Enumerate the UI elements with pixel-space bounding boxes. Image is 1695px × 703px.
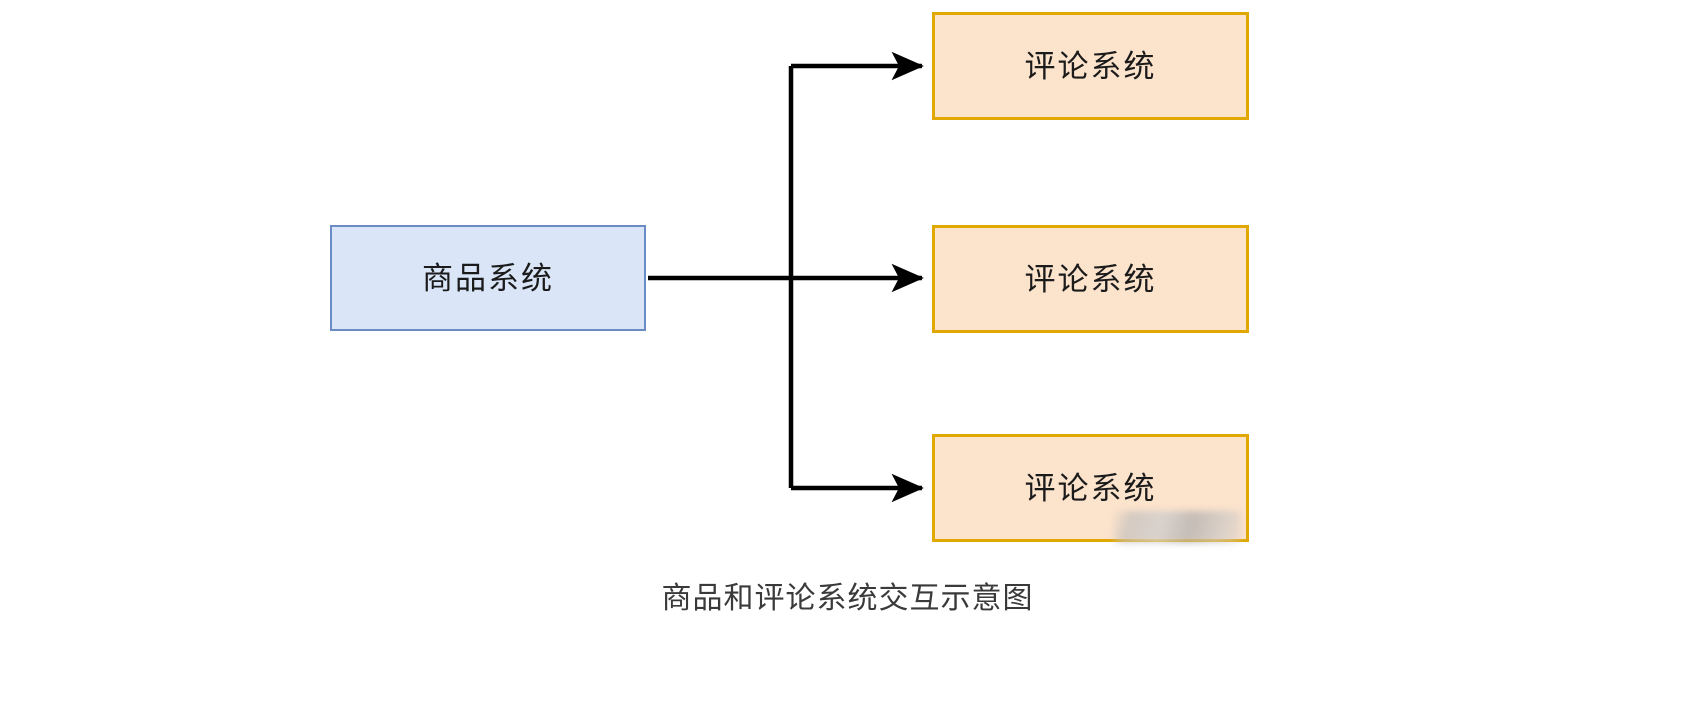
- node-comment-system-2[interactable]: 评论系统: [932, 225, 1249, 333]
- node-comment-system-1[interactable]: 评论系统: [932, 12, 1249, 120]
- node-comment-system-3[interactable]: 评论系统: [932, 434, 1249, 543]
- node-product-system-label: 商品系统: [422, 260, 554, 296]
- node-product-system[interactable]: 商品系统: [330, 225, 646, 331]
- node-comment-system-1-label: 评论系统: [1024, 48, 1157, 84]
- blurred-redaction-overlay: [1113, 511, 1241, 543]
- diagram-caption: 商品和评论系统交互示意图: [661, 582, 1034, 615]
- node-comment-system-2-label: 评论系统: [1024, 261, 1157, 297]
- node-comment-system-3-label: 评论系统: [1024, 470, 1157, 506]
